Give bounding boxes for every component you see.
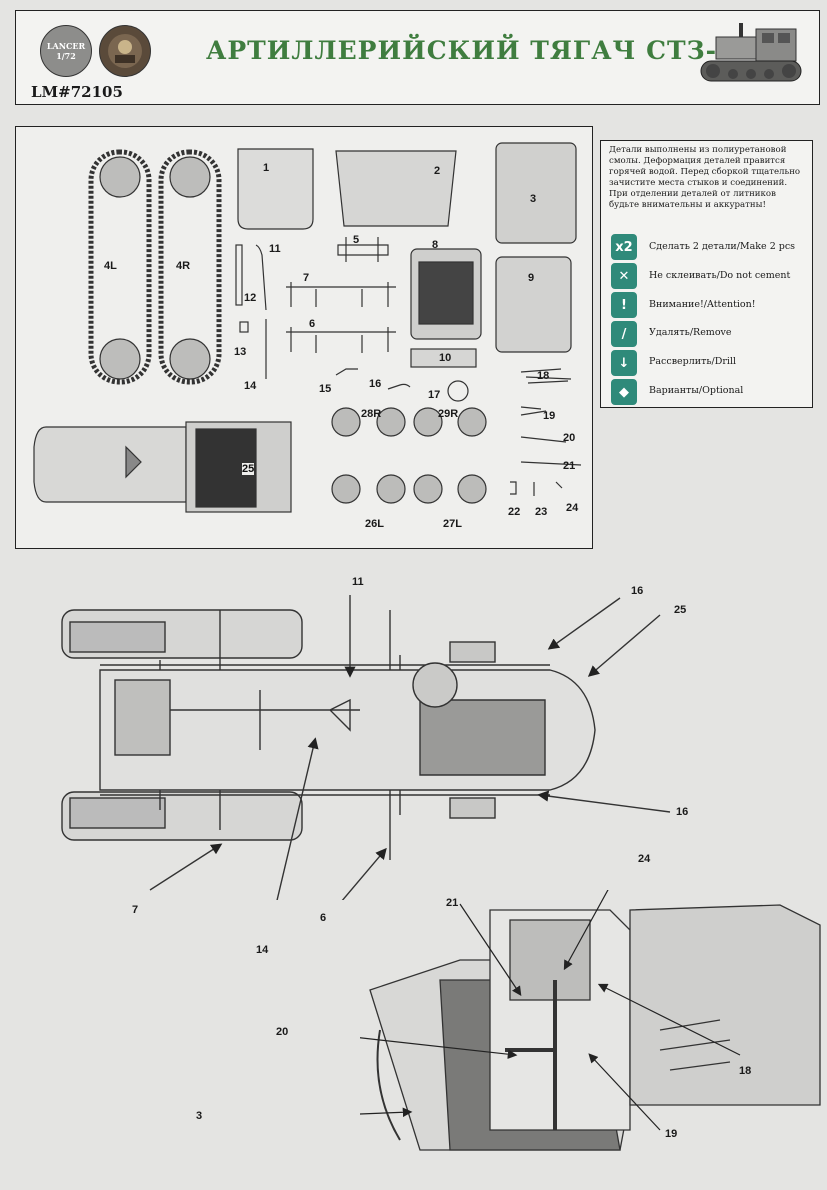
callout-7: 7: [132, 904, 139, 916]
callout-6: 6: [320, 912, 327, 924]
part-25-label: 25: [242, 463, 255, 475]
callout-19: 19: [665, 1128, 678, 1140]
part-15-label: 15: [319, 383, 332, 395]
callout-21: 21: [446, 897, 459, 909]
part-4l-label: 4L: [104, 260, 117, 272]
badge-brand: LANCER: [46, 41, 86, 51]
part-13-label: 13: [234, 346, 247, 358]
callout-25: 25: [674, 604, 687, 616]
callout-18: 18: [739, 1065, 752, 1077]
callout-24: 24: [638, 853, 651, 865]
callout-3: 3: [196, 1110, 203, 1122]
kit-code: LM#72105: [31, 83, 123, 101]
part-24-label: 24: [566, 502, 579, 514]
part-21-label: 21: [563, 460, 576, 472]
part-1-label: 1: [263, 162, 270, 174]
parts-layout: 1 2 3 4L 4R 5 6 7 8 9 10 11 12 13 14 15 …: [15, 126, 593, 549]
tractor-thumbnail: [700, 23, 802, 82]
callout-14: 14: [256, 944, 269, 956]
part-29r-label: 29R: [438, 408, 459, 420]
lancer-logo: LANCER 1/72: [40, 25, 92, 77]
drill-icon: ↓: [611, 350, 637, 376]
part-10-label: 10: [439, 352, 452, 364]
emblem-logo: [99, 25, 151, 77]
cab-detail-drawing: [360, 890, 821, 1151]
legend-label-optional: Варианты/Optional: [649, 385, 744, 396]
remove-icon: /: [611, 321, 637, 347]
part-4r-label: 4R: [176, 260, 191, 272]
part-26l-label: 26L: [365, 518, 384, 530]
part-5-label: 5: [353, 234, 360, 246]
legend-panel: Детали выполнены из полиуретановой смолы…: [600, 140, 813, 408]
part-6-label: 6: [309, 318, 316, 330]
parts-drawing: [33, 142, 582, 513]
optional-icon: ◆: [611, 379, 637, 405]
legend-label-make-2: Сделать 2 детали/Make 2 pcs: [649, 241, 796, 252]
part-18-label: 18: [537, 370, 550, 382]
do-not-cement-icon: ✕: [611, 263, 637, 289]
part-16-label: 16: [369, 378, 382, 390]
callout-16-bottom: 16: [676, 806, 689, 818]
part-8-label: 8: [432, 239, 439, 251]
part-22-label: 22: [508, 506, 521, 518]
part-11-label: 11: [269, 243, 281, 255]
callout-20: 20: [276, 1026, 289, 1038]
part-14-label: 14: [244, 380, 257, 392]
part-2-label: 2: [434, 165, 441, 177]
part-28r-label: 28R: [361, 408, 382, 420]
part-3-label: 3: [530, 193, 537, 205]
page-title: АРТИЛЛЕРИЙСКИЙ ТЯГАЧ СТЗ-3: [206, 36, 736, 65]
callout-11: 11: [352, 576, 364, 588]
legend-label-drill: Рассверлить/Drill: [649, 356, 737, 367]
callout-16-top: 16: [631, 585, 644, 597]
attention-icon: !: [611, 292, 637, 318]
header-banner: LANCER 1/72 LM#72105 АРТИЛЛЕРИЙСКИЙ ТЯГА…: [15, 10, 820, 105]
badge-scale: 1/72: [56, 51, 76, 61]
part-19-label: 19: [543, 410, 556, 422]
part-23-label: 23: [535, 506, 548, 518]
part-20-label: 20: [563, 432, 576, 444]
part-12-label: 12: [244, 292, 257, 304]
legend-label-attention: Внимание!/Attention!: [649, 299, 756, 310]
legend-label-do-not-cement: Не склеивать/Do not cement: [649, 270, 791, 281]
part-27l-label: 27L: [443, 518, 462, 530]
legend-label-remove: Удалять/Remove: [649, 327, 732, 338]
part-9-label: 9: [528, 272, 535, 284]
part-7-label: 7: [303, 272, 310, 284]
part-17-label: 17: [428, 389, 441, 401]
x2-icon: x2: [611, 234, 637, 260]
chassis-diagram: [61, 595, 671, 900]
assembly-notes: Детали выполнены из полиуретановой смолы…: [609, 145, 801, 210]
